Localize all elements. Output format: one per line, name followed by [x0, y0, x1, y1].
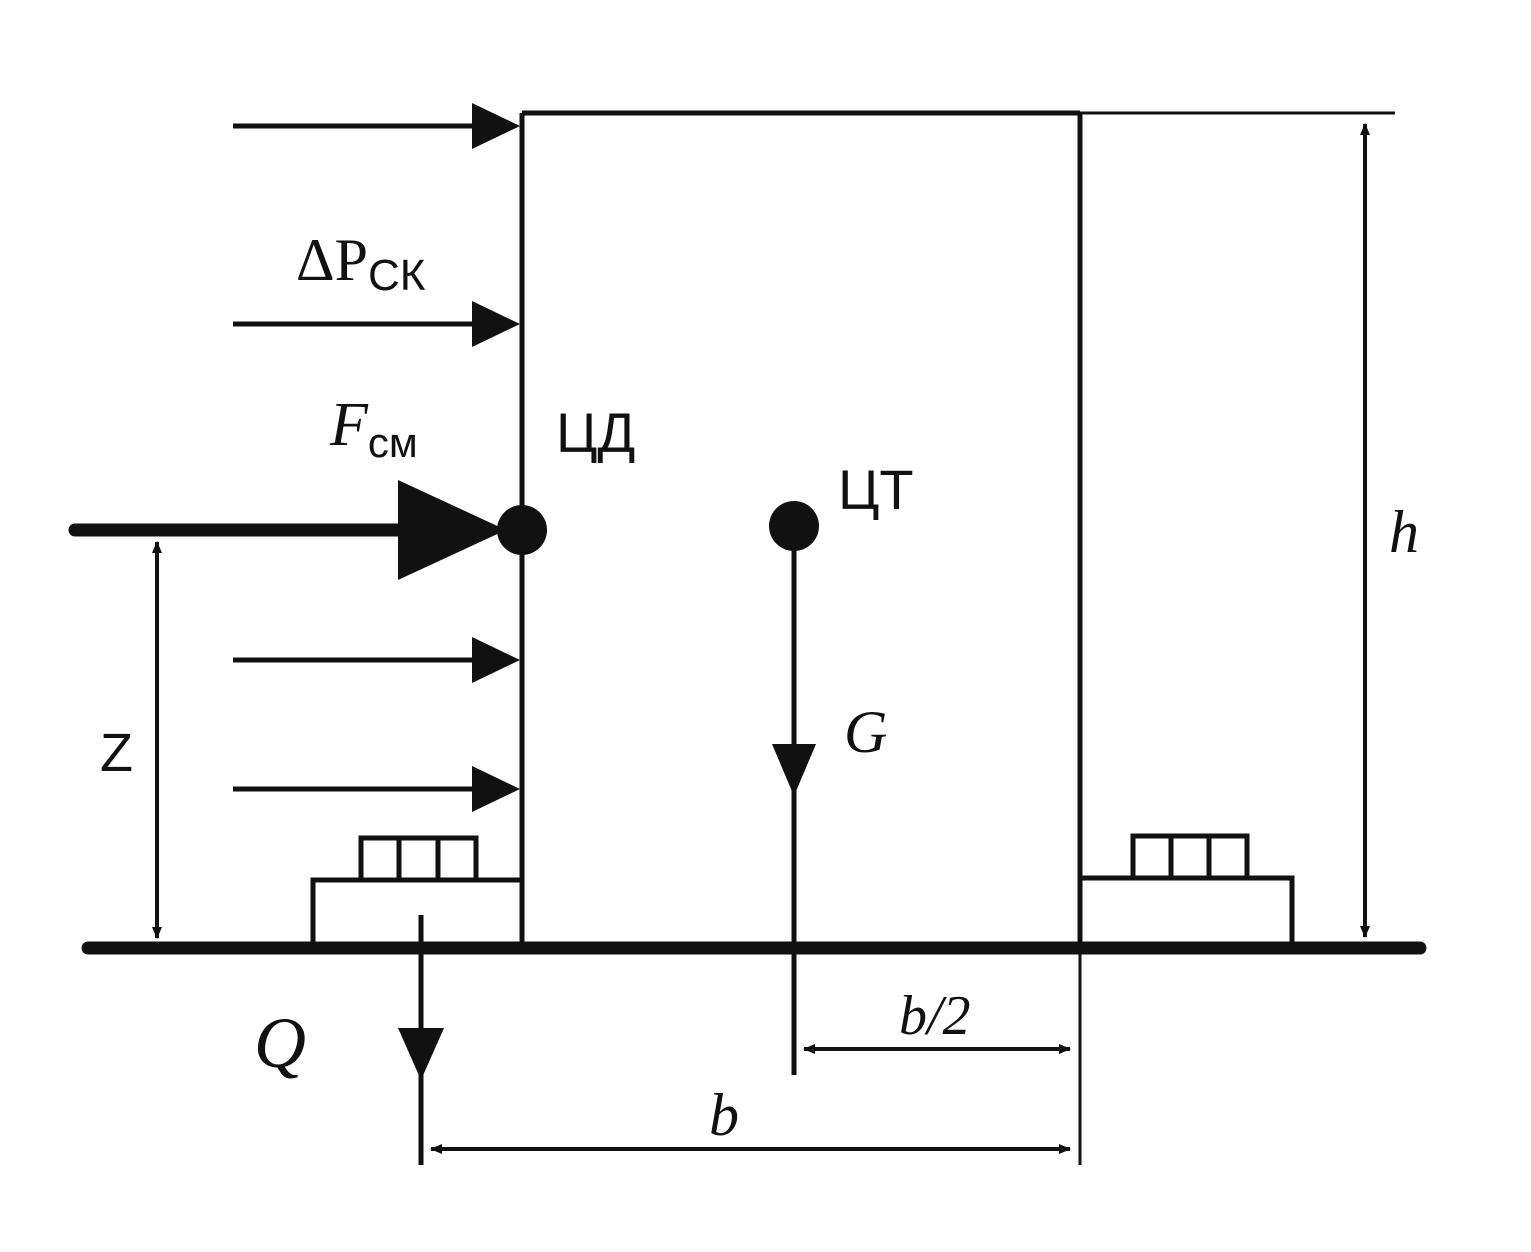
- q-load-arrow: [398, 915, 444, 1165]
- center-of-pressure-dot: [497, 505, 547, 555]
- center-of-gravity-label: ЦТ: [838, 458, 914, 521]
- force-label: Fсм: [329, 391, 418, 466]
- center-of-pressure-label: ЦД: [556, 401, 635, 464]
- half-base-label: b/2: [899, 985, 971, 1047]
- pressure-arrows: [233, 103, 520, 812]
- pressure-label: ΔPСК: [296, 227, 426, 300]
- resultant-force-arrow: [68, 480, 506, 580]
- z-label: Z: [100, 723, 133, 783]
- gravity-arrow: [772, 526, 816, 1075]
- base-label: b: [709, 1082, 739, 1148]
- left-support: [310, 835, 522, 948]
- right-support: [1080, 833, 1295, 948]
- height-label: h: [1389, 499, 1419, 565]
- q-label: Q: [254, 1003, 306, 1083]
- gravity-label: G: [844, 699, 887, 765]
